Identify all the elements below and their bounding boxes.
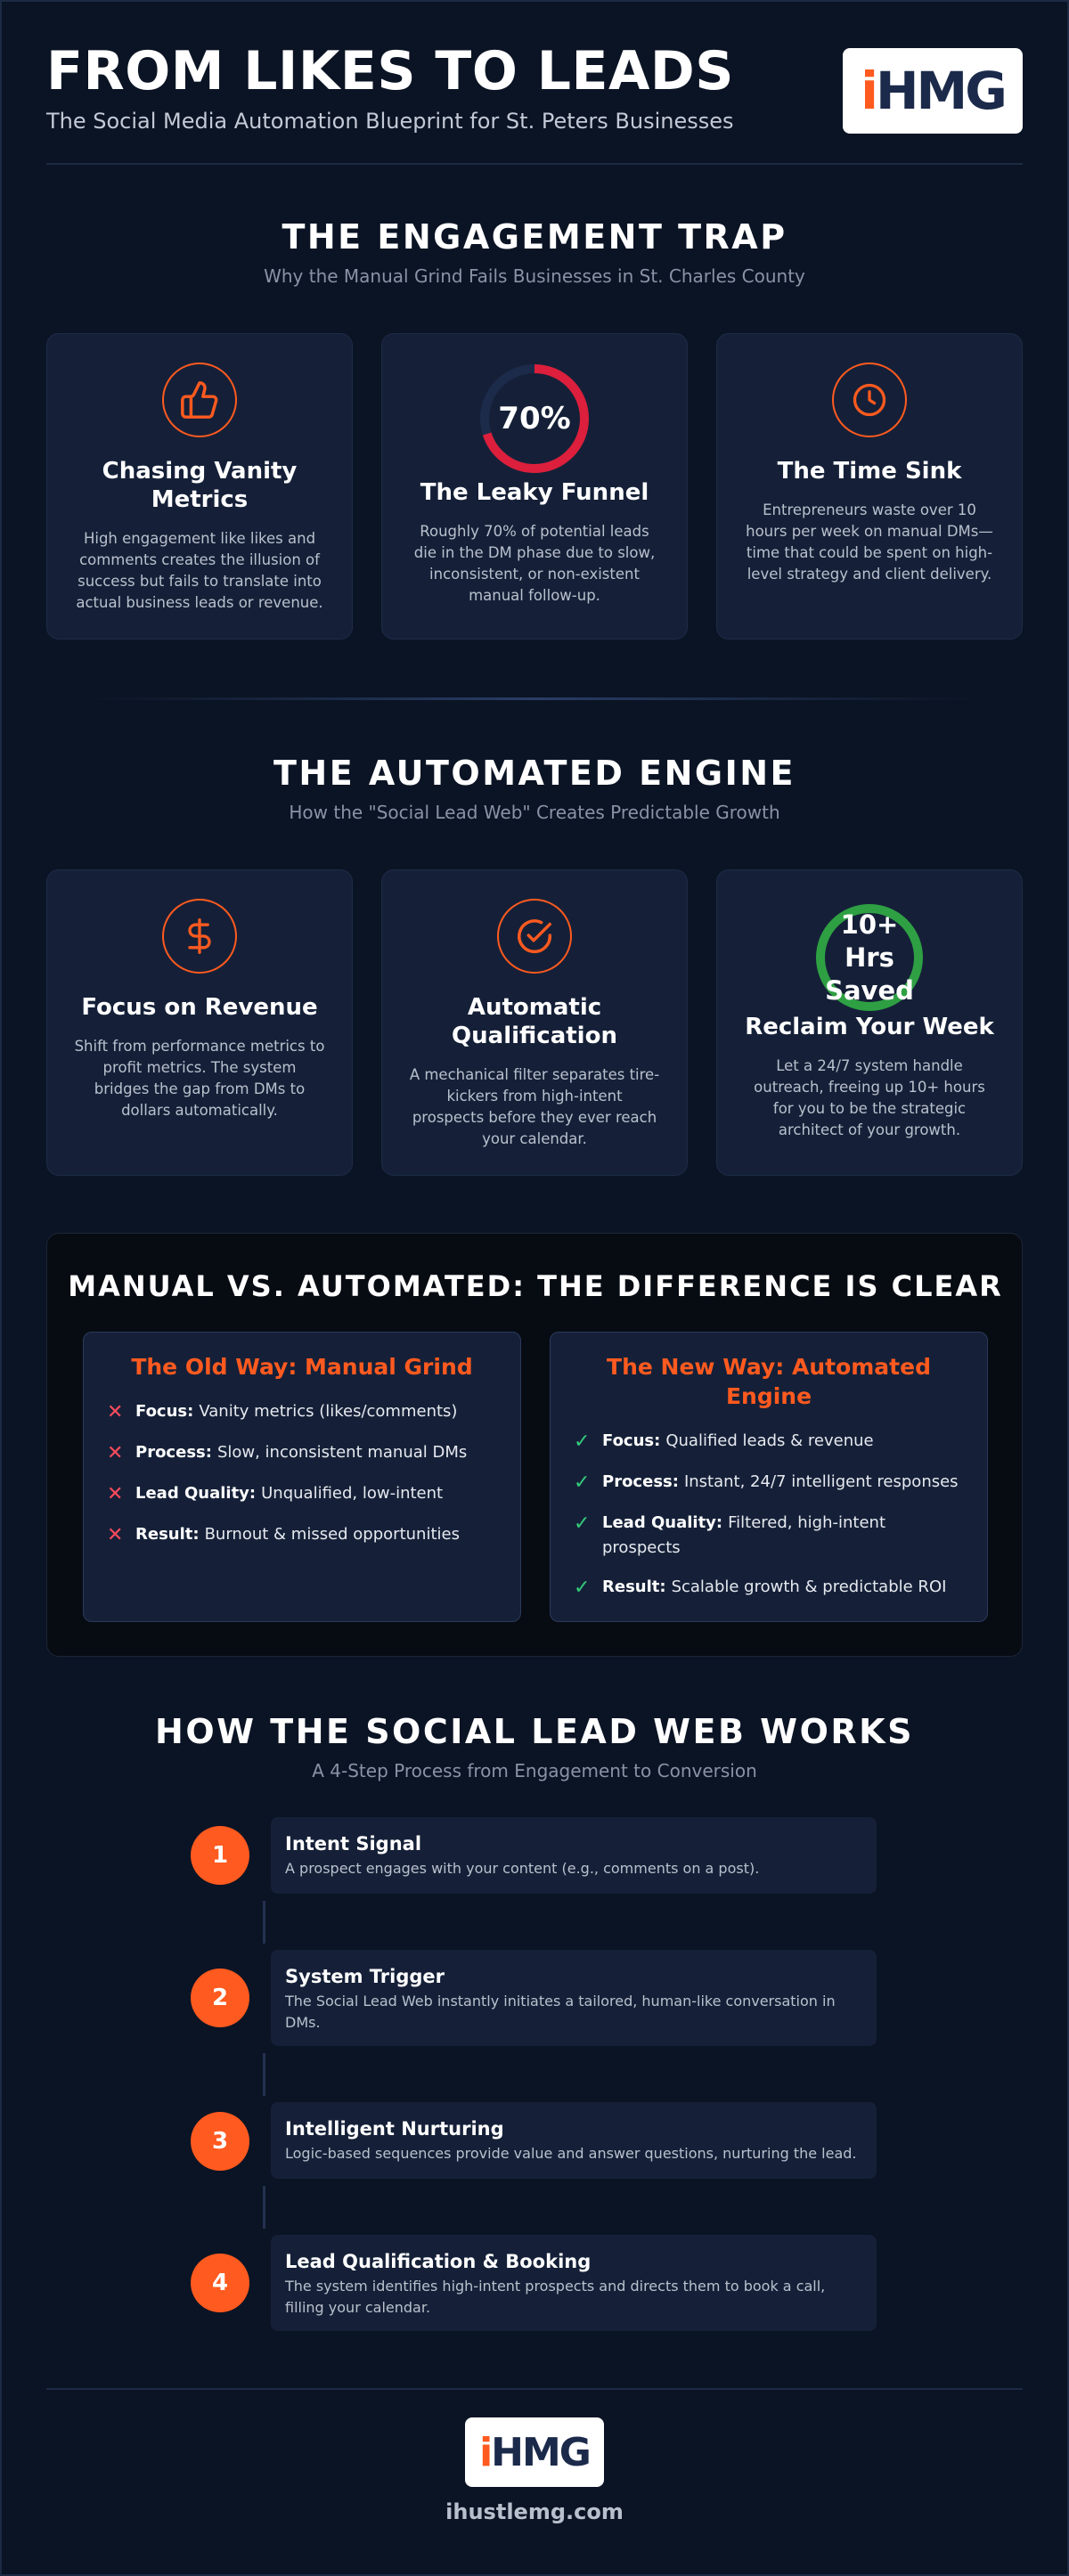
new-way-box: The New Way: Automated Engine ✓Focus:Qua…: [550, 1332, 988, 1622]
card-text: High engagement like likes and comments …: [76, 530, 323, 611]
list-item: ✕Focus:Vanity metrics (likes/comments): [105, 1399, 499, 1426]
footer-logo[interactable]: iHMG: [465, 2417, 604, 2487]
footer-website-link[interactable]: ihustlemg.com: [445, 2499, 624, 2524]
step-connector: [263, 2186, 265, 2229]
card-title: Reclaim Your Week: [745, 1014, 994, 1040]
check-circle-icon: [497, 899, 572, 974]
engine-section-title: THE AUTOMATED ENGINE: [273, 754, 796, 793]
step-title: Lead Qualification & Booking: [285, 2251, 592, 2272]
step-card-system-trigger: System Trigger The Social Lead Web insta…: [271, 1950, 877, 2046]
step-text: The Social Lead Web instantly initiates …: [285, 1993, 836, 2031]
process-section-subtitle: A 4-Step Process from Engagement to Conv…: [312, 1760, 757, 1781]
logo-wordmark: iHMG: [861, 61, 1008, 121]
progress-ring-arc: [480, 364, 589, 473]
step-title: System Trigger: [285, 1966, 445, 1987]
thumbs-up-icon: [162, 363, 237, 437]
step-connector: [263, 1901, 265, 1944]
card-text: Entrepreneurs waste over 10 hours per we…: [746, 501, 993, 583]
engine-section-subtitle: How the "Social Lead Web" Creates Predic…: [289, 802, 780, 823]
hours-ring-value: 10+ Hrs Saved: [825, 909, 914, 1006]
page-title: FROM LIKES TO LEADS: [46, 40, 734, 102]
clock-icon: [832, 363, 907, 437]
x-icon: ✕: [107, 1442, 124, 1464]
check-icon: ✓: [574, 1512, 591, 1535]
x-icon: ✕: [107, 1401, 124, 1423]
step-text: A prospect engages with your content (e.…: [285, 1860, 760, 1877]
card-auto-qualification: Automatic Qualification A mechanical fil…: [381, 869, 688, 1176]
card-text: Let a 24/7 system handle outreach, freei…: [754, 1057, 985, 1138]
card-text: A mechanical filter separates tire-kicke…: [409, 1066, 660, 1147]
step-number: 2: [191, 1969, 249, 2027]
x-icon: ✕: [107, 1483, 124, 1505]
header: FROM LIKES TO LEADS The Social Media Aut…: [46, 39, 1023, 164]
step-title: Intelligent Nurturing: [285, 2118, 504, 2140]
brand-logo[interactable]: iHMG: [843, 48, 1023, 134]
list-item: ✕Lead Quality:Unqualified, low-intent: [105, 1481, 499, 1508]
process-section-title: HOW THE SOCIAL LEAD WEB WORKS: [155, 1712, 914, 1751]
progress-ring-value: 70%: [498, 401, 571, 436]
list-item: ✓Result:Scalable growth & predictable RO…: [572, 1575, 966, 1602]
logo-wordmark: iHMG: [479, 2429, 592, 2475]
card-title: Focus on Revenue: [81, 994, 318, 1021]
old-way-box: The Old Way: Manual Grind ✕Focus:Vanity …: [83, 1332, 521, 1622]
step-text: Logic-based sequences provide value and …: [285, 2145, 857, 2162]
card-title: Automatic Qualification: [452, 994, 617, 1049]
card-focus-revenue: Focus on Revenue Shift from performance …: [46, 869, 353, 1176]
comparison-panel: MANUAL VS. AUTOMATED: THE DIFFERENCE IS …: [46, 1233, 1023, 1657]
header-divider: [46, 163, 1023, 165]
card-title: The Time Sink: [777, 458, 962, 485]
step-number: 1: [191, 1826, 249, 1885]
list-item: ✕Result:Burnout & missed opportunities: [105, 1522, 499, 1549]
card-text: Shift from performance metrics to profit…: [74, 1038, 325, 1119]
check-icon: ✓: [574, 1471, 591, 1494]
check-icon: ✓: [574, 1577, 591, 1599]
list-item: ✓Focus:Qualified leads & revenue: [572, 1429, 966, 1455]
old-way-list: ✕Focus:Vanity metrics (likes/comments) ✕…: [105, 1399, 499, 1549]
step-number: 4: [191, 2254, 249, 2312]
section-divider: [89, 697, 980, 700]
trap-section-title: THE ENGAGEMENT TRAP: [282, 217, 787, 257]
list-item: ✓Lead Quality:Filtered, high-intent pros…: [572, 1511, 966, 1561]
page-subtitle: The Social Media Automation Blueprint fo…: [46, 109, 734, 134]
new-way-title: The New Way: Automated Engine: [607, 1354, 931, 1409]
step-connector: [263, 2053, 265, 2096]
hours-ring: 10+ Hrs Saved: [814, 902, 925, 1013]
check-icon: ✓: [574, 1431, 591, 1453]
old-way-title: The Old Way: Manual Grind: [131, 1354, 473, 1380]
x-icon: ✕: [107, 1524, 124, 1546]
step-text: The system identifies high-intent prospe…: [285, 2278, 826, 2316]
card-vanity-metrics: Chasing Vanity Metrics High engagement l…: [46, 333, 353, 640]
dollar-icon: [162, 899, 237, 974]
footer-divider: [46, 2388, 1023, 2390]
list-item: ✕Process:Slow, inconsistent manual DMs: [105, 1440, 499, 1467]
comparison-title: MANUAL VS. AUTOMATED: THE DIFFERENCE IS …: [68, 1269, 1003, 1303]
card-title: Chasing Vanity Metrics: [102, 458, 298, 513]
step-number: 3: [191, 2112, 249, 2171]
step-card-lead-qualification: Lead Qualification & Booking The system …: [271, 2235, 877, 2331]
card-time-sink: The Time Sink Entrepreneurs waste over 1…: [716, 333, 1023, 640]
step-card-intent-signal: Intent Signal A prospect engages with yo…: [271, 1817, 877, 1894]
card-reclaim-week: 10+ Hrs Saved Reclaim Your Week Let a 24…: [716, 869, 1023, 1176]
new-way-list: ✓Focus:Qualified leads & revenue ✓Proces…: [572, 1429, 966, 1602]
card-text: Roughly 70% of potential leads die in th…: [413, 523, 656, 604]
step-title: Intent Signal: [285, 1833, 422, 1855]
card-leaky-funnel: 70% The Leaky Funnel Roughly 70% of pote…: [381, 333, 688, 640]
card-title: The Leaky Funnel: [420, 479, 649, 506]
progress-ring: 70%: [478, 363, 591, 475]
step-card-intelligent-nurturing: Intelligent Nurturing Logic-based sequen…: [271, 2102, 877, 2179]
list-item: ✓Process:Instant, 24/7 intelligent respo…: [572, 1470, 966, 1496]
trap-section-subtitle: Why the Manual Grind Fails Businesses in…: [264, 265, 805, 287]
